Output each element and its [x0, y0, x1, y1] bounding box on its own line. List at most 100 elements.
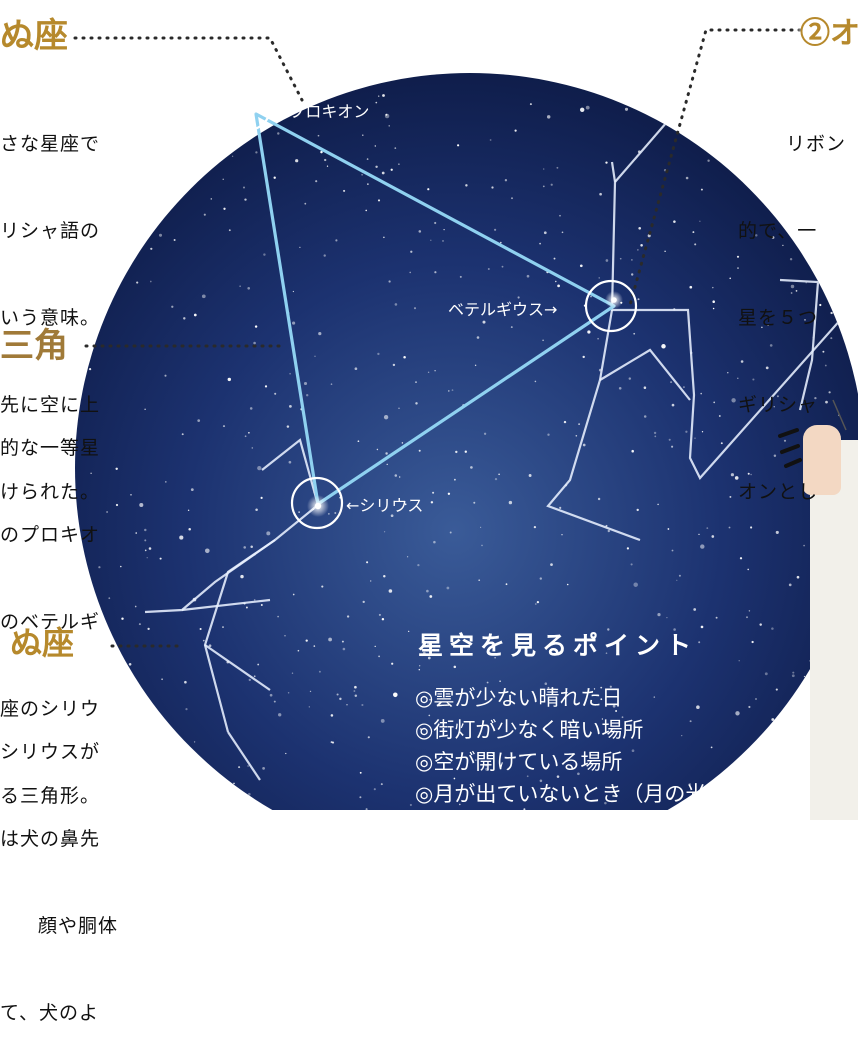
background-star: [553, 257, 556, 260]
background-star: [640, 244, 643, 247]
background-star: [419, 727, 422, 731]
heading-orion: ②オ: [800, 16, 858, 51]
background-star: [443, 228, 445, 231]
background-star: [427, 371, 430, 374]
background-star: [693, 608, 697, 611]
background-star: [277, 132, 280, 135]
background-star: [377, 352, 380, 356]
background-star: [828, 391, 831, 394]
background-star: [98, 566, 101, 569]
background-star: [335, 239, 338, 242]
background-star: [205, 548, 210, 554]
background-star: [510, 326, 513, 329]
background-star: [598, 277, 600, 279]
background-star: [415, 402, 418, 405]
background-star: [370, 580, 372, 582]
background-star: [773, 454, 777, 458]
background-star: [737, 377, 739, 380]
background-star: [330, 714, 334, 717]
background-star: [673, 220, 676, 223]
background-star: [251, 447, 254, 449]
canis-major-tail: [181, 598, 271, 612]
background-star: [187, 509, 190, 512]
background-star: [547, 686, 550, 689]
background-star: [248, 678, 251, 682]
background-star: [508, 500, 513, 505]
background-star: [159, 557, 162, 560]
background-star: [720, 442, 723, 445]
background-star: [511, 197, 513, 200]
background-star: [245, 606, 248, 609]
canis-major-leg-2: [204, 644, 271, 691]
text-orion: リボン 的で、一 星を５つ ギリシャ オンとし: [738, 133, 847, 503]
betelgeuse-ring: [584, 279, 638, 333]
background-star: [334, 512, 337, 514]
background-star: [317, 134, 320, 137]
background-star: [401, 442, 404, 444]
background-star: [494, 657, 496, 659]
background-star: [375, 165, 378, 169]
background-star: [678, 574, 681, 577]
background-star: [253, 599, 256, 601]
background-star: [391, 662, 394, 665]
background-star: [700, 544, 705, 549]
background-star: [483, 432, 487, 435]
background-star: [202, 639, 205, 642]
background-star: [485, 763, 488, 767]
background-star: [394, 303, 398, 306]
background-star: [499, 241, 502, 244]
background-star: [636, 508, 639, 512]
background-star: [578, 423, 580, 425]
background-star: [498, 473, 500, 476]
background-star: [374, 145, 376, 147]
background-star: [544, 682, 548, 685]
background-star: [729, 495, 732, 498]
background-star: [403, 356, 406, 359]
background-star: [619, 257, 622, 260]
background-star: [748, 705, 751, 709]
background-star: [587, 330, 591, 334]
background-star: [374, 645, 376, 648]
background-star: [607, 529, 611, 533]
background-star: [671, 403, 675, 407]
background-star: [367, 183, 369, 185]
background-star: [526, 274, 530, 278]
background-star: [457, 144, 460, 147]
background-star: [654, 435, 657, 438]
background-star: [421, 654, 424, 657]
background-star: [273, 176, 276, 179]
background-star: [657, 503, 659, 506]
background-star: [383, 531, 386, 533]
background-star: [287, 692, 290, 694]
background-star: [776, 395, 779, 398]
background-star: [121, 617, 124, 620]
background-star: [248, 431, 250, 434]
background-star: [465, 184, 468, 187]
background-star: [824, 364, 827, 367]
background-star: [453, 777, 456, 780]
background-star: [727, 372, 729, 374]
background-star: [295, 159, 299, 163]
background-star: [759, 623, 762, 626]
background-star: [751, 640, 754, 644]
background-star: [711, 535, 715, 538]
background-star: [442, 239, 444, 242]
background-star: [517, 296, 520, 299]
background-star: [790, 292, 793, 294]
background-star: [410, 250, 413, 253]
background-star: [737, 267, 739, 270]
background-star: [689, 720, 692, 723]
background-star: [668, 797, 671, 800]
background-star: [430, 501, 434, 504]
background-star: [773, 406, 775, 408]
background-star: [582, 355, 585, 359]
background-star: [559, 506, 562, 509]
background-star: [120, 565, 122, 568]
background-star: [228, 229, 231, 232]
background-star: [394, 474, 398, 477]
background-star: [430, 239, 432, 242]
background-star: [304, 202, 307, 205]
background-star: [286, 425, 290, 428]
background-star: [422, 651, 426, 655]
background-star: [418, 668, 421, 671]
